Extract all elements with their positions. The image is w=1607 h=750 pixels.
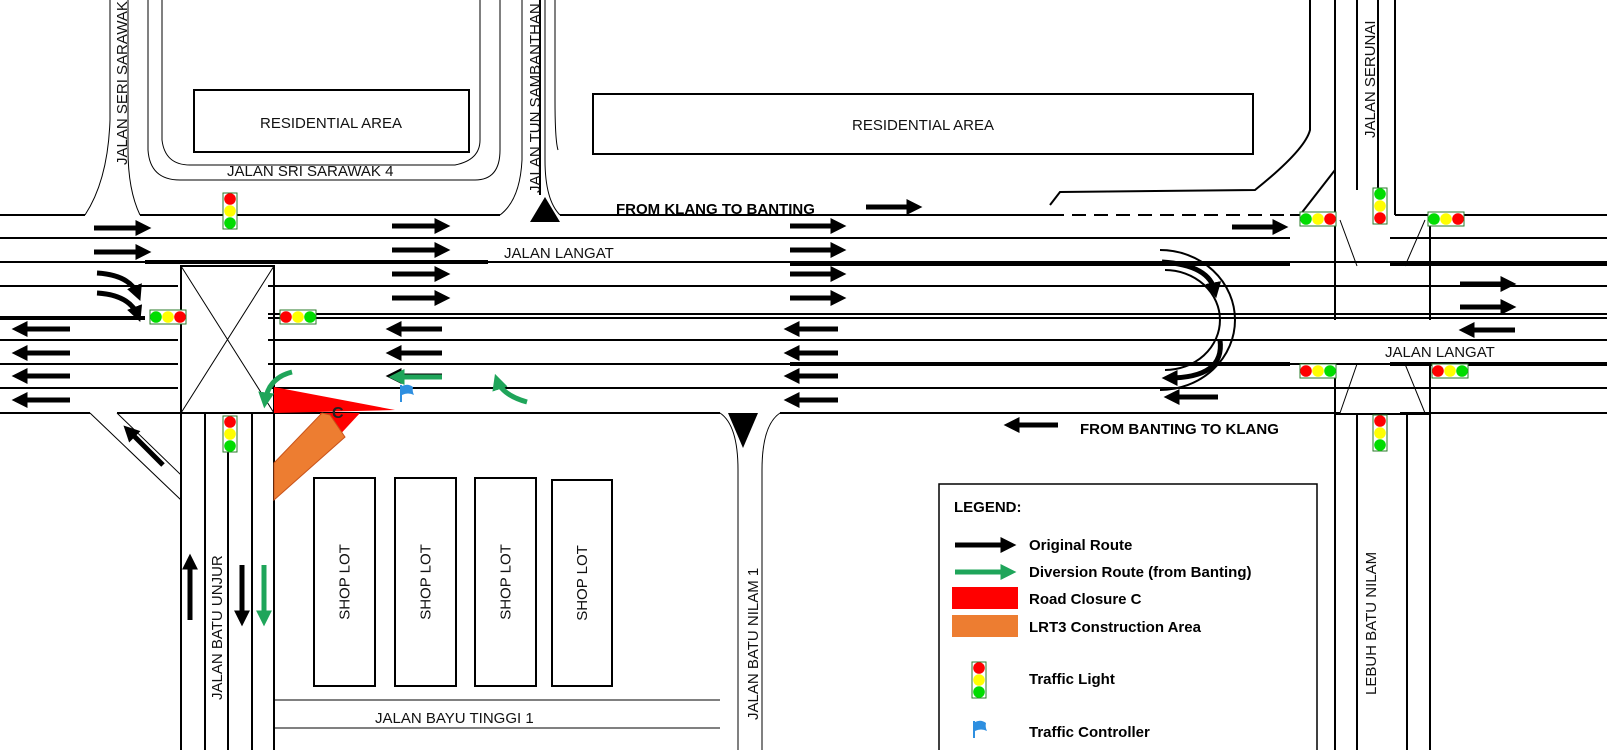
shop-lots: SHOP LOT SHOP LOT SHOP LOT SHOP LOT <box>313 477 613 687</box>
u-turn-arrow-out <box>1161 339 1223 386</box>
street-label-langat-2: JALAN LANGAT <box>1385 344 1495 361</box>
legend-item-label: Road Closure C <box>1029 591 1142 608</box>
traffic-light-icon <box>1427 211 1465 227</box>
direction-label-banting-to-klang: FROM BANTING TO KLANG <box>1080 421 1279 438</box>
legend-title: LEGEND: <box>954 499 1022 516</box>
shop-lot-label: SHOP LOT <box>337 544 354 620</box>
diversion-turn-arrow <box>492 373 528 405</box>
shop-lot <box>474 477 537 687</box>
jalan-batu-nilam-1-road <box>274 412 781 750</box>
street-label-tun-sambanthan: JALAN TUN SAMBANTHAN <box>527 3 544 193</box>
street-label-bayu-tinggi-1: JALAN BAYU TINGGI 1 <box>375 710 534 727</box>
route-arrows <box>11 198 1517 627</box>
legend-item: Road Closure C <box>952 587 1142 609</box>
shop-lot-label: SHOP LOT <box>574 545 591 621</box>
street-label-lebuh-batu-nilam: LEBUH BATU NILAM <box>1363 552 1380 695</box>
route-arrow <box>123 425 165 467</box>
shop-lot-label: SHOP LOT <box>418 544 435 620</box>
traffic-light-icon <box>1372 187 1388 225</box>
street-label-seri-sarawak: JALAN SERI SARAWAK <box>114 1 131 165</box>
traffic-lights <box>149 187 1469 453</box>
traffic-controller-flag-icon <box>400 384 414 402</box>
traffic-light-icon <box>222 192 238 230</box>
street-label-batu-nilam-1: JALAN BATU NILAM 1 <box>745 568 762 720</box>
residential-area-left: RESIDENTIAL AREA <box>193 89 470 153</box>
traffic-light-icon <box>222 415 238 453</box>
legend-item: Traffic Light <box>971 661 1115 699</box>
legend-item: LRT3 Construction Area <box>952 615 1202 637</box>
traffic-light-icon <box>971 661 987 699</box>
jalan-serunai-road <box>1049 0 1431 750</box>
u-turn-arrow-in <box>1161 259 1222 299</box>
direction-label-klang-to-banting: FROM KLANG TO BANTING <box>616 201 815 218</box>
red-swatch-icon <box>952 587 1018 609</box>
traffic-light-icon <box>1431 363 1469 379</box>
give-way-triangle-south <box>728 413 758 448</box>
residential-area-right-label: RESIDENTIAL AREA <box>852 117 994 134</box>
left-junction-box <box>180 265 275 414</box>
give-way-triangle-north <box>530 197 560 222</box>
traffic-light-icon <box>1299 363 1337 379</box>
residential-area-right: RESIDENTIAL AREA <box>592 93 1254 155</box>
legend-item-label: Traffic Controller <box>1029 724 1150 741</box>
shop-lot <box>313 477 376 687</box>
lrt3-construction-area <box>273 412 346 502</box>
legend-item: Traffic Controller <box>973 720 1150 741</box>
flag-icon <box>973 720 987 738</box>
turn-arrow <box>96 290 143 322</box>
street-label-langat-1: JALAN LANGAT <box>504 245 614 262</box>
street-label-batu-unjur: JALAN BATU UNJUR <box>209 555 226 700</box>
orange-swatch-icon <box>952 615 1018 637</box>
street-label-serunai: JALAN SERUNAI <box>1362 20 1379 138</box>
shop-lot <box>551 479 613 687</box>
jalan-batu-unjur-road <box>89 412 720 750</box>
road-closure-c <box>274 387 395 413</box>
turn-arrow <box>96 270 142 301</box>
shop-lot-label: SHOP LOT <box>498 544 515 620</box>
street-label-sri-sarawak-4: JALAN SRI SARAWAK 4 <box>227 163 393 180</box>
closure-label: C <box>332 405 344 422</box>
legend-item-label: Diversion Route (from Banting) <box>1029 564 1252 581</box>
legend-item-label: LRT3 Construction Area <box>1029 619 1202 636</box>
residential-area-left-label: RESIDENTIAL AREA <box>260 115 402 132</box>
traffic-light-icon <box>279 309 317 325</box>
traffic-light-icon <box>149 309 187 325</box>
legend-item-label: Traffic Light <box>1029 671 1115 688</box>
legend-item: Original Route <box>955 536 1132 554</box>
u-turn-loop <box>1159 249 1236 391</box>
diversion-turn-arrow <box>258 369 293 409</box>
jalan-langat-road <box>0 214 1607 414</box>
jalan-seri-sarawak-road <box>84 0 561 216</box>
shop-lot <box>394 477 457 687</box>
traffic-light-icon <box>1372 414 1388 452</box>
legend-item: Diversion Route (from Banting) <box>955 563 1252 581</box>
legend-item-label: Original Route <box>1029 537 1132 554</box>
traffic-light-icon <box>1299 211 1337 227</box>
